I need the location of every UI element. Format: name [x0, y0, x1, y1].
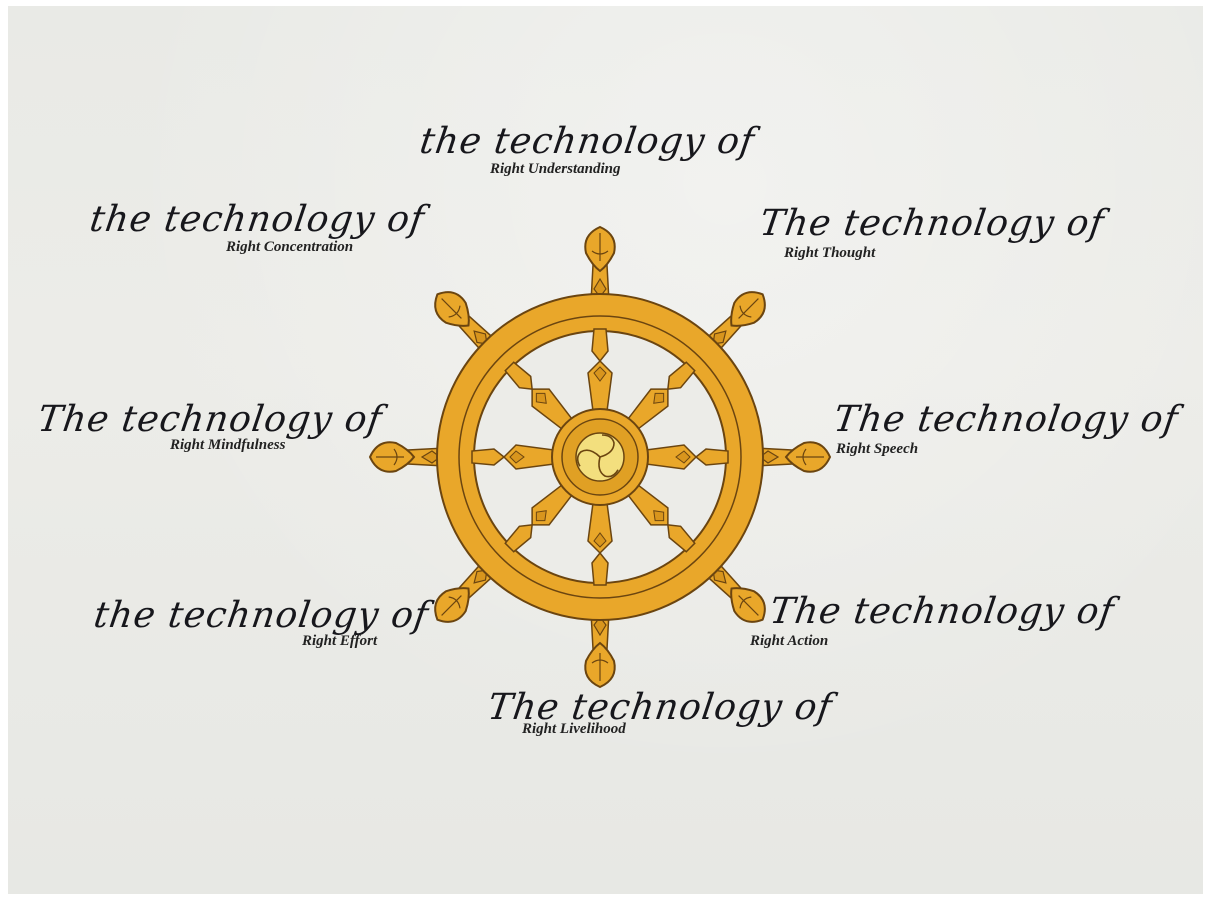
handwritten-text: the technology of — [417, 124, 756, 160]
label-right-understanding: the technology of Right Understanding — [420, 124, 754, 175]
printed-label: Right Livelihood — [522, 722, 866, 737]
wheel-handle — [585, 227, 614, 302]
printed-label: Right Mindfulness — [170, 438, 514, 453]
handwritten-text: The technology of — [35, 402, 384, 438]
printed-label: Right Understanding — [490, 162, 824, 177]
wheel-handle — [585, 612, 614, 687]
handwritten-text: the technology of — [87, 202, 426, 238]
label-right-mindfulness: The technology of Right Mindfulness — [38, 402, 382, 453]
label-right-livelihood: The technology of Right Livelihood — [488, 690, 832, 741]
printed-label: Right Effort — [302, 634, 636, 649]
label-right-action: The technology of Right Action — [770, 594, 1114, 645]
label-right-concentration: the technology of Right Concentration — [90, 202, 424, 253]
wheel-handle — [755, 442, 830, 471]
printed-label: Right Thought — [784, 246, 1128, 261]
printed-label: Right Action — [750, 634, 1094, 649]
label-right-speech: The technology of Right Speech — [834, 402, 1178, 453]
label-right-thought: The technology of Right Thought — [760, 206, 1104, 257]
label-right-effort: the technology of Right Effort — [94, 598, 428, 649]
handwritten-text: the technology of — [91, 598, 430, 634]
printed-label: Right Speech — [836, 442, 1180, 457]
paper-sheet: the technology of Right Understanding Th… — [8, 6, 1203, 894]
handwritten-text: The technology of — [767, 594, 1116, 630]
handwritten-text: The technology of — [831, 402, 1180, 438]
printed-label: Right Concentration — [226, 240, 560, 255]
handwritten-text: The technology of — [757, 206, 1106, 242]
